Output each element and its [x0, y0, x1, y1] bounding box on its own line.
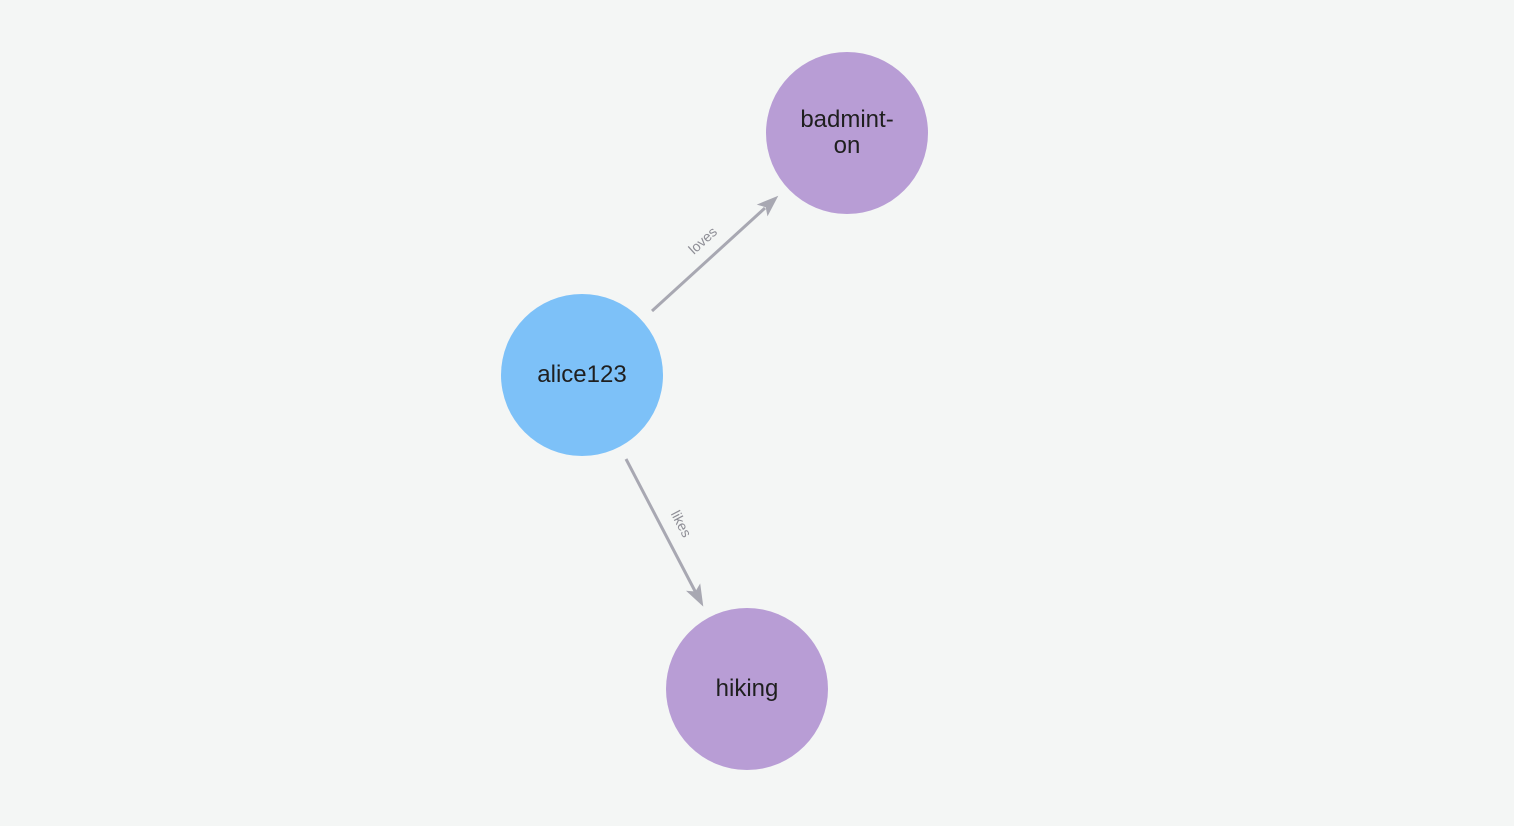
- node-hiking[interactable]: hiking: [666, 608, 828, 770]
- arrowhead-loves-icon: [756, 195, 779, 217]
- node-badminton[interactable]: badmint- on: [766, 52, 928, 214]
- node-label-badminton: badmint- on: [800, 106, 894, 159]
- edge-label-likes[interactable]: likes: [668, 508, 695, 540]
- edge-loves: loves: [650, 195, 779, 313]
- node-label-alice123: alice123: [537, 361, 627, 388]
- edge-line-loves[interactable]: [650, 206, 767, 313]
- arrowhead-likes-icon: [686, 583, 704, 607]
- node-label-hiking: hiking: [715, 675, 779, 702]
- node-alice123[interactable]: alice123: [501, 294, 663, 456]
- edge-line-likes[interactable]: [624, 458, 698, 594]
- edge-likes: likes: [624, 458, 704, 607]
